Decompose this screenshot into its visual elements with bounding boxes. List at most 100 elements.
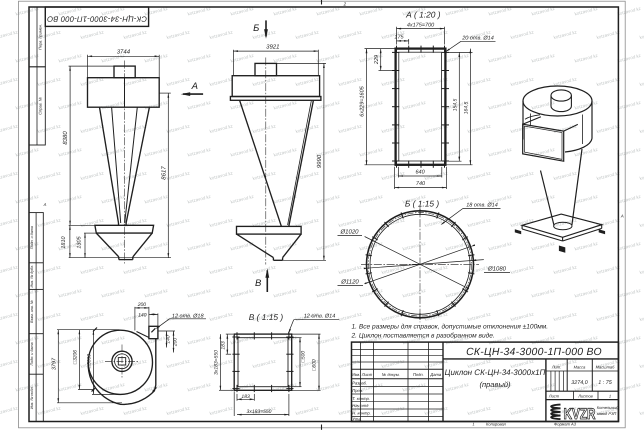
- svg-text:kotzavod.kz: kotzavod.kz: [467, 311, 492, 322]
- svg-text:kotzavod.kz: kotzavod.kz: [15, 147, 40, 158]
- svg-text:kotzavod.kz: kotzavod.kz: [80, 123, 105, 134]
- svg-text:Справ. №: Справ. №: [38, 96, 43, 114]
- svg-text:kotzavod.kz: kotzavod.kz: [359, 6, 384, 17]
- svg-text:kotzavod.kz: kotzavod.kz: [187, 241, 212, 252]
- svg-text:kotzavod.kz: kotzavod.kz: [467, 217, 492, 228]
- svg-text:kotzavod.kz: kotzavod.kz: [553, 76, 578, 87]
- svg-text:kotzavod.kz: kotzavod.kz: [316, 241, 341, 252]
- svg-text:Н. контр.: Н. контр.: [352, 411, 370, 416]
- svg-text:kotzavod.kz: kotzavod.kz: [58, 288, 83, 299]
- svg-text:kotzavod.kz: kotzavod.kz: [37, 405, 62, 416]
- svg-text:В: В: [255, 278, 262, 289]
- svg-text:kotzavod.kz: kotzavod.kz: [37, 29, 62, 40]
- svg-text:kotzavod.kz: kotzavod.kz: [15, 53, 40, 64]
- svg-text:kotzavod.kz: kotzavod.kz: [445, 53, 470, 64]
- svg-text:Инв. № дубл.: Инв. № дубл.: [30, 265, 34, 288]
- svg-text:kotzavod.kz: kotzavod.kz: [596, 264, 621, 275]
- svg-text:kotzavod.kz: kotzavod.kz: [316, 53, 341, 64]
- svg-text:kotzavod.kz: kotzavod.kz: [424, 311, 449, 322]
- svg-text:kotzavod.kz: kotzavod.kz: [58, 53, 83, 64]
- svg-text:kotzavod.kz: kotzavod.kz: [58, 382, 83, 393]
- svg-text:kotzavod.kz: kotzavod.kz: [0, 76, 19, 87]
- svg-text:3x183=550: 3x183=550: [214, 350, 220, 375]
- svg-text:183: 183: [220, 341, 226, 350]
- svg-text:kotzavod.kz: kotzavod.kz: [488, 241, 513, 252]
- svg-text:kotzavod.kz: kotzavod.kz: [596, 123, 621, 134]
- svg-text:kotzavod.kz: kotzavod.kz: [101, 288, 126, 299]
- svg-text:kotzavod.kz: kotzavod.kz: [144, 100, 169, 111]
- svg-text:kotzavod.kz: kotzavod.kz: [37, 358, 62, 369]
- svg-text:kotzavod.kz: kotzavod.kz: [101, 6, 126, 17]
- svg-text:kotzavod.kz: kotzavod.kz: [445, 100, 470, 111]
- svg-text:kotzavod.kz: kotzavod.kz: [381, 170, 406, 181]
- svg-text:kotzavod.kz: kotzavod.kz: [0, 358, 19, 369]
- svg-text:kotzavod.kz: kotzavod.kz: [381, 311, 406, 322]
- svg-text:kotzavod.kz: kotzavod.kz: [531, 335, 556, 346]
- svg-text:kotzavod.kz: kotzavod.kz: [359, 335, 384, 346]
- svg-text:kotzavod.kz: kotzavod.kz: [58, 194, 83, 205]
- svg-text:kotzavod.kz: kotzavod.kz: [37, 311, 62, 322]
- svg-text:kotzavod.kz: kotzavod.kz: [381, 123, 406, 134]
- svg-text:kotzavod.kz: kotzavod.kz: [187, 6, 212, 17]
- svg-text:kotzavod.kz: kotzavod.kz: [531, 100, 556, 111]
- svg-text:kotzavod.kz: kotzavod.kz: [144, 194, 169, 205]
- svg-text:Котельный: Котельный: [597, 405, 620, 410]
- svg-text:kotzavod.kz: kotzavod.kz: [402, 53, 427, 64]
- svg-text:kotzavod.kz: kotzavod.kz: [316, 382, 341, 393]
- svg-text:kotzavod.kz: kotzavod.kz: [187, 335, 212, 346]
- svg-text:Лит.: Лит.: [551, 364, 561, 369]
- svg-text:kotzavod.kz: kotzavod.kz: [58, 241, 83, 252]
- svg-text:Лист: Лист: [548, 394, 560, 399]
- svg-text:kotzavod.kz: kotzavod.kz: [574, 147, 599, 158]
- svg-text:kotzavod.kz: kotzavod.kz: [101, 241, 126, 252]
- svg-text:Нач.отд: Нач.отд: [352, 403, 369, 408]
- svg-text:kotzavod.kz: kotzavod.kz: [402, 288, 427, 299]
- svg-text:kotzavod.kz: kotzavod.kz: [252, 217, 277, 228]
- svg-text:kotzavod.kz: kotzavod.kz: [209, 358, 234, 369]
- svg-text:kotzavod.kz: kotzavod.kz: [209, 170, 234, 181]
- svg-text:kotzavod.kz: kotzavod.kz: [510, 358, 535, 369]
- svg-text:kotzavod.kz: kotzavod.kz: [101, 382, 126, 393]
- svg-text:□500: □500: [301, 351, 307, 363]
- svg-text:kotzavod.kz: kotzavod.kz: [166, 170, 191, 181]
- svg-text:kotzavod.kz: kotzavod.kz: [295, 264, 320, 275]
- svg-text:kotzavod.kz: kotzavod.kz: [510, 76, 535, 87]
- svg-text:kotzavod.kz: kotzavod.kz: [144, 6, 169, 17]
- svg-text:kotzavod.kz: kotzavod.kz: [316, 6, 341, 17]
- svg-text:kotzavod.kz: kotzavod.kz: [0, 217, 19, 228]
- svg-text:kotzavod.kz: kotzavod.kz: [273, 147, 298, 158]
- svg-text:kotzavod.kz: kotzavod.kz: [617, 194, 642, 205]
- svg-text:Пров.: Пров.: [352, 388, 363, 393]
- svg-text:kotzavod.kz: kotzavod.kz: [424, 170, 449, 181]
- svg-text:kotzavod.kz: kotzavod.kz: [531, 194, 556, 205]
- svg-text:□3000: □3000: [87, 354, 93, 368]
- svg-text:Лист: Лист: [361, 372, 373, 377]
- svg-text:kotzavod.kz: kotzavod.kz: [37, 264, 62, 275]
- svg-text:kotzavod.kz: kotzavod.kz: [402, 147, 427, 158]
- svg-text:kotzavod.kz: kotzavod.kz: [123, 123, 148, 134]
- svg-text:kotzavod.kz: kotzavod.kz: [574, 6, 599, 17]
- svg-text:kotzavod.kz: kotzavod.kz: [359, 382, 384, 393]
- svg-text:kotzavod.kz: kotzavod.kz: [510, 170, 535, 181]
- svg-text:kotzavod.kz: kotzavod.kz: [381, 358, 406, 369]
- svg-text:Утв.: Утв.: [352, 417, 361, 422]
- svg-text:kotzavod.kz: kotzavod.kz: [596, 405, 621, 416]
- svg-text:kotzavod.kz: kotzavod.kz: [402, 194, 427, 205]
- svg-text:kotzavod.kz: kotzavod.kz: [80, 170, 105, 181]
- svg-text:kotzavod.kz: kotzavod.kz: [510, 311, 535, 322]
- svg-text:kotzavod.kz: kotzavod.kz: [402, 335, 427, 346]
- svg-text:kotzavod.kz: kotzavod.kz: [58, 6, 83, 17]
- svg-text:Масштаб: Масштаб: [596, 364, 615, 369]
- svg-text:kotzavod.kz: kotzavod.kz: [574, 100, 599, 111]
- svg-text:kotzavod.kz: kotzavod.kz: [166, 264, 191, 275]
- svg-text:kotzavod.kz: kotzavod.kz: [187, 100, 212, 111]
- svg-text:kotzavod.kz: kotzavod.kz: [80, 217, 105, 228]
- svg-text:kotzavod.kz: kotzavod.kz: [617, 241, 642, 252]
- svg-text:kotzavod.kz: kotzavod.kz: [80, 76, 105, 87]
- svg-text:kotzavod.kz: kotzavod.kz: [316, 288, 341, 299]
- svg-text:kotzavod.kz: kotzavod.kz: [617, 382, 642, 393]
- svg-text:А: А: [43, 202, 47, 207]
- svg-text:kotzavod.kz: kotzavod.kz: [230, 335, 255, 346]
- svg-text:kotzavod.kz: kotzavod.kz: [101, 100, 126, 111]
- svg-text:kotzavod.kz: kotzavod.kz: [402, 241, 427, 252]
